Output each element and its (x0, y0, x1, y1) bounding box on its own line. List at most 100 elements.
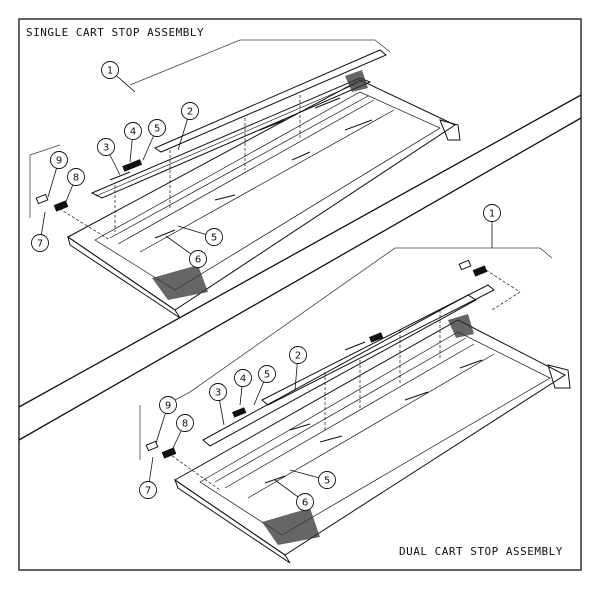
single-callout-2: 2 (178, 102, 199, 151)
callout-number: 9 (165, 401, 171, 412)
dual-callout-3: 3 (209, 383, 227, 426)
dual-explode-lines (168, 270, 520, 490)
callout-number: 5 (211, 233, 217, 244)
dual-tray-inner (200, 332, 550, 535)
callout-number: 7 (37, 239, 43, 250)
callout-number: 6 (195, 255, 201, 266)
callout-balloon (258, 365, 276, 383)
dual-hardware (145, 259, 488, 483)
dual-callout-1: 1 (483, 204, 501, 249)
dual-assembly-view (140, 248, 570, 563)
single-tray-ridge (110, 96, 368, 238)
dual-callout-4: 4 (234, 369, 252, 406)
single-tray-right-end (440, 120, 460, 140)
single-top-rail (92, 78, 370, 198)
callout-number: 5 (154, 124, 160, 135)
dual-callout-2: 2 (289, 346, 307, 391)
single-tray-front-lip (68, 237, 180, 318)
single-tray-outline (68, 80, 455, 310)
callout-number: 2 (295, 351, 301, 362)
single-callout-5: 5 (143, 119, 166, 161)
callout-balloon (296, 493, 314, 511)
callout-number: 2 (187, 107, 193, 118)
callout-number: 8 (182, 419, 188, 430)
dual-callout-5: 5 (254, 365, 276, 406)
dual-hatch-left (262, 508, 320, 545)
dual-tray-ridge-3 (248, 354, 494, 498)
callout-number: 1 (107, 66, 113, 77)
single-tray-inner (95, 92, 440, 290)
callout-number: 1 (489, 209, 495, 220)
callout-balloon (50, 151, 68, 169)
callout-balloon (318, 471, 336, 489)
single-callout-1: 1 (101, 61, 136, 93)
single-hardware (35, 98, 372, 238)
callout-balloon (124, 122, 142, 140)
callout-balloon (101, 61, 119, 79)
dual-tray-right-end (548, 365, 570, 388)
dual-callout-5: 5 (290, 470, 336, 489)
callout-number: 5 (324, 476, 330, 487)
dual-tray-ridge (215, 338, 466, 482)
callout-number: 7 (145, 486, 151, 497)
outer-border (18, 18, 582, 571)
single-callout-3: 3 (97, 138, 121, 176)
callout-balloon (176, 414, 194, 432)
callout-balloon (209, 383, 227, 401)
single-callout-9: 9 (48, 151, 68, 198)
single-assembly-view (30, 40, 460, 318)
callout-balloon (234, 369, 252, 387)
dual-callout-7: 7 (139, 457, 157, 499)
dual-top-rail (203, 295, 476, 446)
callout-balloon (483, 204, 501, 222)
dual-callout-8: 8 (172, 414, 194, 451)
callout-balloon (148, 119, 166, 137)
callout-balloon (31, 234, 49, 252)
callout-balloon (289, 346, 307, 364)
single-callout-7: 7 (31, 212, 49, 252)
single-callout-5: 5 (178, 226, 223, 246)
callout-number: 6 (302, 498, 308, 509)
dual-hatch-right (448, 314, 474, 338)
single-callout-4: 4 (124, 122, 142, 163)
dual-callout-6: 6 (275, 480, 314, 511)
single-phantom-outline (130, 40, 390, 85)
callout-number: 8 (73, 173, 79, 184)
callout-number: 5 (264, 370, 270, 381)
single-hatch-left (152, 265, 208, 300)
callout-balloon (205, 228, 223, 246)
callout-balloon (181, 102, 199, 120)
dual-tray-ridge-2 (225, 344, 474, 488)
dual-tray-front-lip (175, 480, 290, 563)
single-tray-ridge-2 (118, 100, 374, 244)
callout-balloon (97, 138, 115, 156)
single-phantom-left (30, 145, 60, 155)
single-callout-6: 6 (166, 236, 207, 268)
callout-balloon (159, 396, 177, 414)
callout-number: 3 (215, 388, 221, 399)
single-hatch-right (345, 70, 368, 92)
single-top-rail-edge (96, 80, 365, 196)
callout-number: 3 (103, 143, 109, 154)
callout-number: 9 (56, 156, 62, 167)
single-cart-stop-bar (155, 50, 386, 152)
dual-cart-stop-bar (262, 285, 494, 405)
callout-number: 4 (130, 127, 136, 138)
callout-number: 4 (240, 374, 246, 385)
single-explode-lines (55, 95, 300, 240)
single-callout-8: 8 (65, 168, 85, 205)
callout-balloon (139, 481, 157, 499)
callout-balloon (189, 250, 207, 268)
separator-line-lower (19, 118, 581, 440)
dual-assembly-title: DUAL CART STOP ASSEMBLY (399, 545, 563, 558)
single-assembly-title: SINGLE CART STOP ASSEMBLY (26, 26, 205, 39)
single-tray-ridge-3 (140, 110, 394, 252)
callout-balloon (67, 168, 85, 186)
separator-line-upper (19, 95, 581, 407)
dual-callout-9: 9 (156, 396, 177, 444)
dual-phantom-outline (175, 248, 552, 400)
